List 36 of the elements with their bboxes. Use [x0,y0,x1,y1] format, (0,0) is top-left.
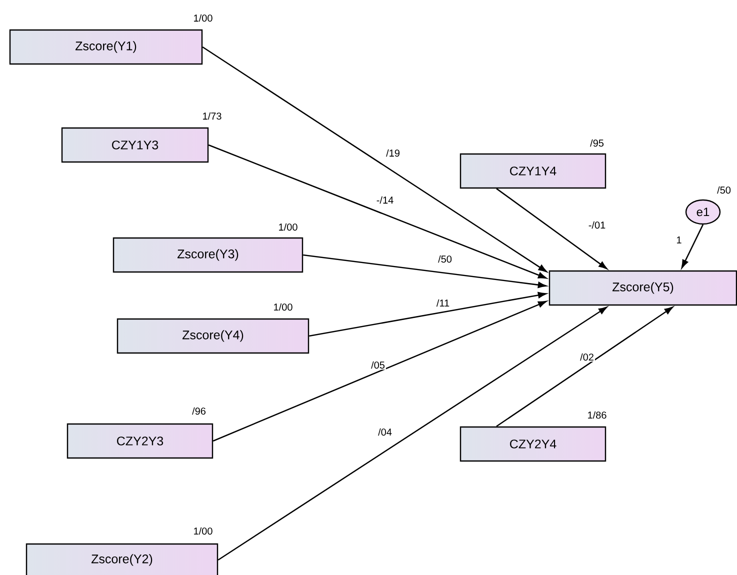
edge-label: /11 [435,298,451,308]
arrow [681,224,704,268]
arrow [218,306,608,561]
variance-label: 1/86 [588,411,606,419]
variable-box: CZY1Y4 [460,153,606,189]
arrow [208,144,547,279]
variable-box: Zscore(Y2) [26,543,218,575]
variable-box: Zscore(Y5) [548,270,737,306]
arrow [303,254,546,288]
variable-box: Zscore(Y1) [9,29,203,65]
variable-box: CZY1Y3 [61,127,209,163]
arrow [202,46,547,272]
variance-label: 1/73 [203,112,222,120]
variance-label: 1/00 [279,223,298,231]
edge-label: /04 [377,427,393,437]
arrow [212,300,547,442]
edge-label: /19 [385,148,401,158]
variance-label: 1/00 [274,303,292,311]
variable-box: Zscore(Y3) [112,237,304,273]
variance-label: /95 [590,139,604,147]
variable-box: CZY2Y3 [66,423,214,459]
variable-box: Zscore(Y4) [116,318,310,354]
variance-label: /50 [717,186,731,194]
variance-label: 1/00 [194,527,212,535]
edge-label: /05 [370,360,386,370]
arrow [309,292,546,337]
edge-label: /50 [437,254,453,264]
variance-label: /96 [192,407,206,415]
edge-label: -/14 [375,195,395,205]
variable-box: CZY2Y4 [460,426,606,462]
arrow [496,306,674,427]
arrow [496,188,608,270]
edge-label: -/01 [587,220,607,230]
edge-label: /02 [579,352,595,362]
edge-label: 1 [675,236,683,244]
variance-label: 1/00 [194,14,212,22]
